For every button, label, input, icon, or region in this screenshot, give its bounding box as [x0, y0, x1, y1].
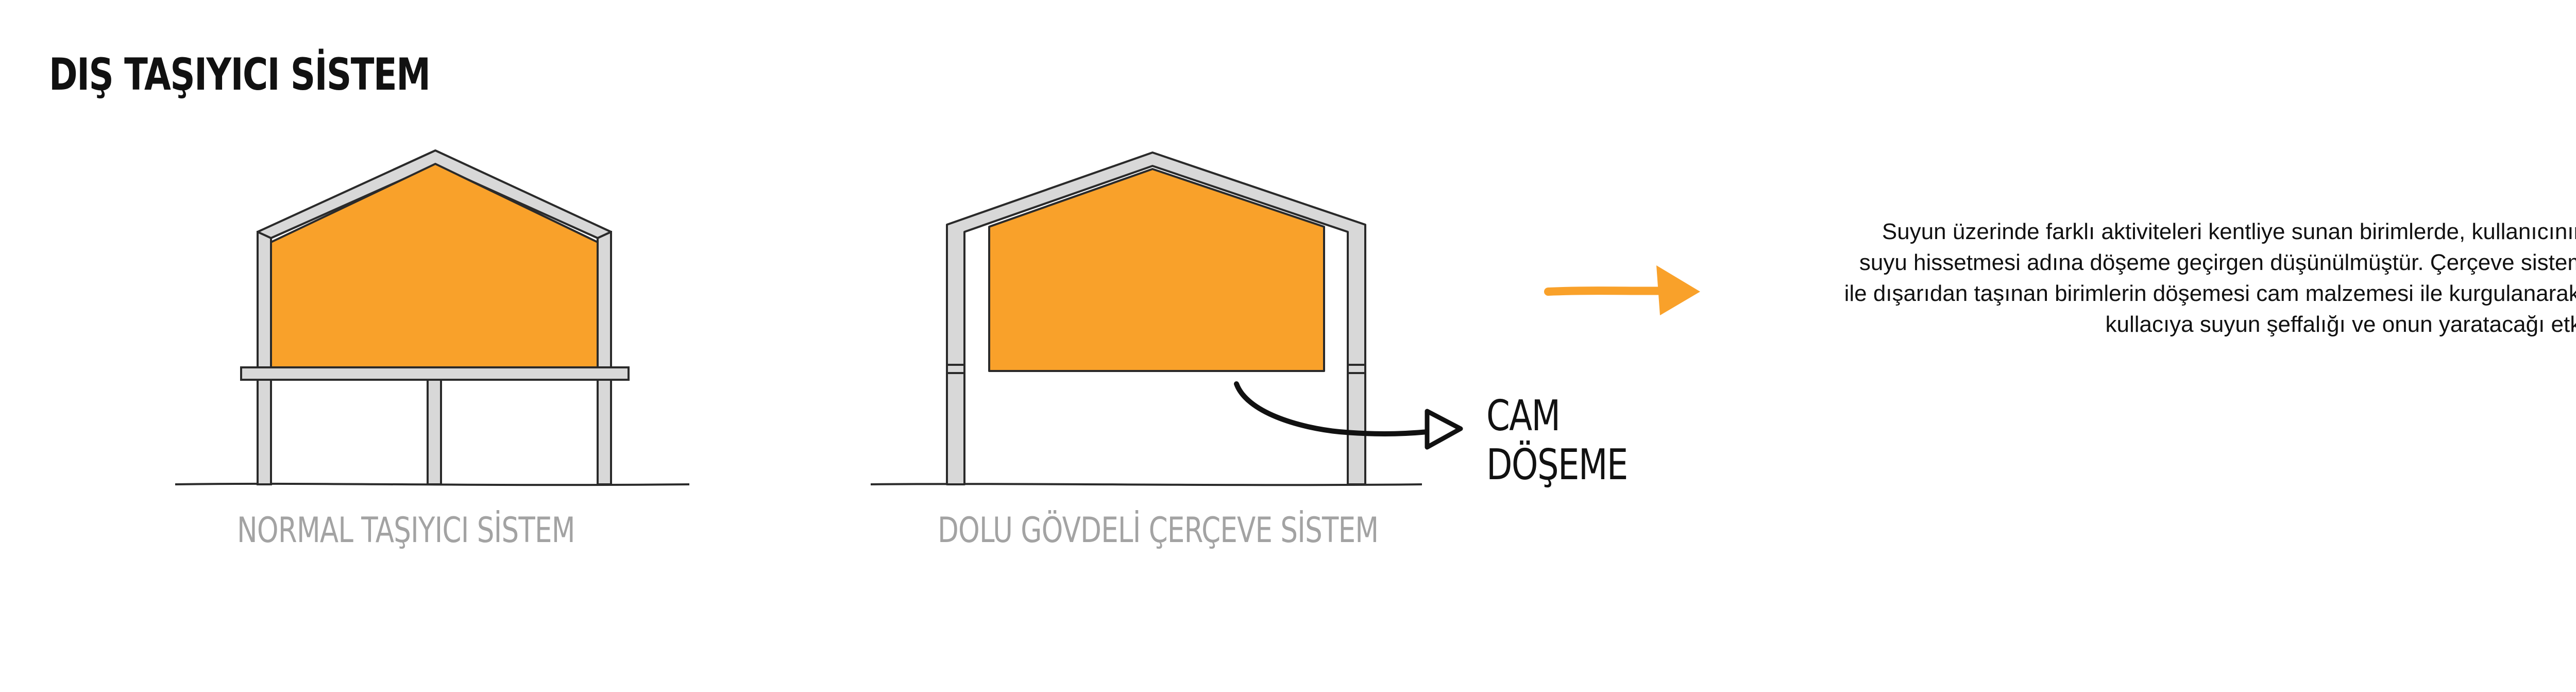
description-line: kullacıya suyun şeffalığı ve onun yarata… — [2105, 312, 2576, 337]
unit-volume — [988, 168, 1325, 372]
description-line: suyu hissetmesi adına döşeme geçirgen dü… — [1859, 250, 2576, 275]
column-right — [597, 231, 612, 485]
curved-arrow-icon — [1234, 381, 1445, 436]
column-middle — [427, 379, 442, 485]
ground-line — [870, 483, 1422, 486]
ground-line — [175, 482, 690, 486]
normal-system-caption: NORMAL TAŞIYICI SİSTEM — [237, 510, 575, 551]
frame-system-diagram — [870, 151, 1463, 486]
glass-floor-label-line1: CAM — [1486, 392, 1561, 441]
column-left — [257, 231, 272, 485]
roof-frame — [257, 149, 612, 239]
glass-floor-label-line2: DÖŞEME — [1486, 441, 1628, 490]
description-line: ile dışarıdan taşınan birimlerin döşemes… — [1844, 281, 2576, 306]
description-line: Suyun üzerinde farklı aktiviteleri kentl… — [1882, 219, 2576, 244]
normal-system-diagram — [175, 149, 690, 486]
curved-arrow-head — [1425, 409, 1463, 450]
unit-volume — [270, 163, 599, 368]
frame-system-caption: DOLU GÖVDELİ ÇERÇEVE SİSTEM — [938, 510, 1379, 551]
page-title: DIŞ TAŞIYICI SİSTEM — [49, 49, 431, 100]
portal-frame — [946, 151, 1366, 485]
floor-slab — [240, 366, 630, 381]
right-arrow-icon — [1544, 265, 1700, 315]
description-text: Suyun üzerinde farklı aktiviteleri kentl… — [1741, 216, 2576, 340]
